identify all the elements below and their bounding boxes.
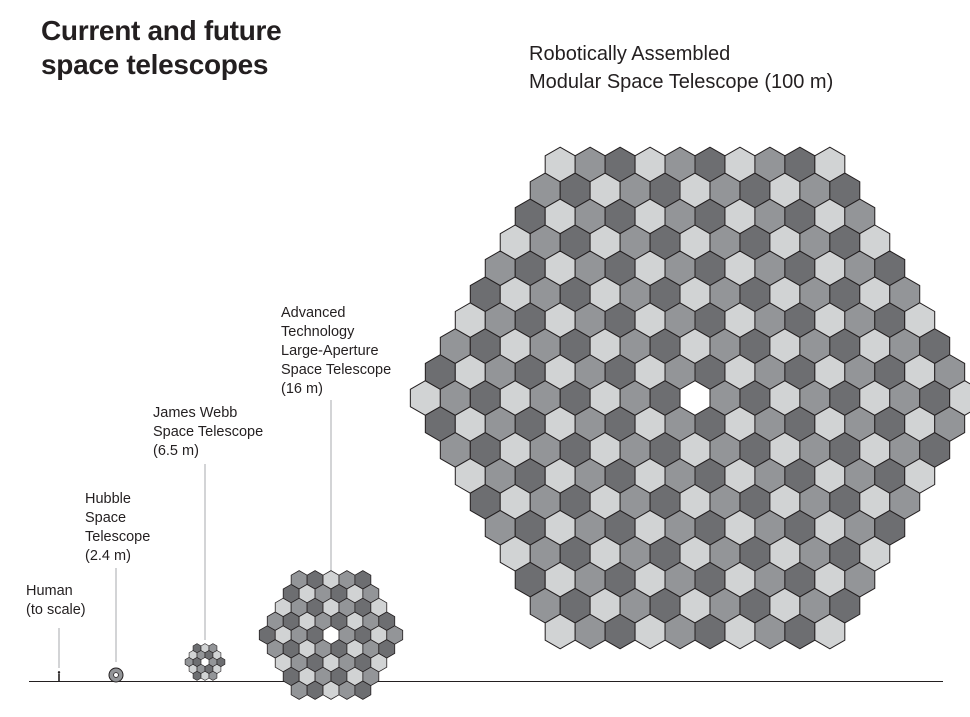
hubble-label: Hubble Space Telescope (2.4 m) (85, 490, 150, 566)
jwst-label: James Webb Space Telescope (6.5 m) (153, 404, 263, 461)
title-line-1: Current and future (41, 15, 282, 46)
title-line-2: space telescopes (41, 49, 269, 80)
mirror-segment (216, 657, 226, 667)
atlast-label-line: Advanced (281, 305, 346, 321)
hubble-label-line: Telescope (85, 529, 151, 545)
hubble-label-line: Hubble (85, 491, 131, 507)
mirror-segment (386, 625, 404, 645)
ramst-mirror (409, 146, 970, 650)
atlast-mirror (258, 570, 404, 700)
jwst-label-line: Space Telescope (153, 424, 264, 440)
mirror-segment (949, 380, 970, 416)
jwst-label-line: James Webb (153, 405, 238, 421)
jwst-mirror (184, 643, 226, 681)
ramst-label: Robotically Assembled Modular Space Tele… (529, 40, 833, 96)
human-label-line: (to scale) (26, 602, 86, 618)
human-figure-icon (57, 671, 61, 681)
ramst-label-line: Robotically Assembled (529, 43, 731, 65)
hubble-label-line: (2.4 m) (85, 548, 131, 564)
ramst-label-line: Modular Space Telescope (100 m) (529, 71, 834, 93)
atlast-label-line: Large-Aperture (281, 343, 379, 359)
figure-title: Current and future space telescopes (41, 14, 282, 82)
hubble-mirror (108, 667, 124, 683)
atlast-label-line: Technology (281, 324, 355, 340)
jwst-label-line: (6.5 m) (153, 443, 199, 459)
atlast-label-line: (16 m) (281, 381, 323, 397)
human-label: Human (to scale) (26, 582, 86, 620)
atlast-label: Advanced Technology Large-Aperture Space… (281, 304, 391, 399)
hubble-label-line: Space (85, 510, 127, 526)
human-label-line: Human (26, 583, 73, 599)
atlast-label-line: Space Telescope (281, 362, 392, 378)
